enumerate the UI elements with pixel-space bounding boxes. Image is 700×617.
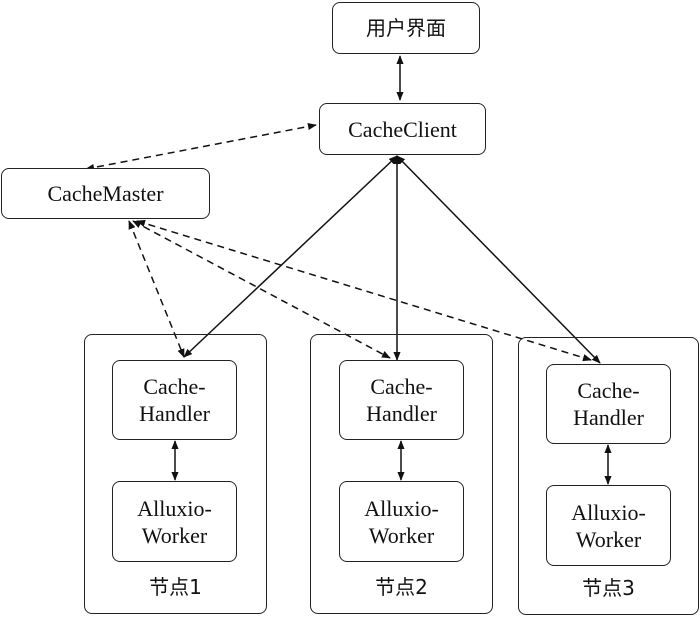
cache-handler-1-line1: Cache- [143,374,206,399]
cache-master-label: CacheMaster [47,181,164,206]
user-interface-label: 用户界面 [366,15,446,40]
node-2-label: 节点2 [375,575,428,599]
cache-handler-1: Cache- Handler [112,360,237,440]
node-3-container: 节点3 [518,337,699,615]
alluxio-worker-2: Alluxio- Worker [339,481,464,562]
alluxio-worker-3-line2: Worker [575,526,642,552]
edge-client-master [85,122,317,172]
alluxio-worker-1: Alluxio- Worker [112,481,237,562]
cache-handler-2: Cache- Handler [339,360,464,440]
cache-handler-3: Cache- Handler [546,364,671,444]
alluxio-worker-3: Alluxio- Worker [546,485,671,566]
cache-master-box: CacheMaster [1,168,210,219]
cache-handler-1-line2: Handler [139,401,210,426]
node-2-container: 节点2 [310,334,493,614]
cache-handler-3-line2: Handler [573,405,644,430]
alluxio-worker-2-line2: Worker [368,522,435,548]
node-1-container: 节点1 [84,334,267,614]
node-1-label: 节点1 [149,575,202,599]
cache-client-label: CacheClient [348,116,457,142]
cache-handler-3-line1: Cache- [577,378,640,403]
cache-client-box: CacheClient [319,103,486,155]
cache-handler-2-line2: Handler [366,401,437,426]
cache-handler-2-line1: Cache- [370,374,433,399]
user-interface-box: 用户界面 [332,2,480,54]
alluxio-worker-1-line1: Alluxio- [137,495,212,521]
alluxio-worker-1-line2: Worker [141,522,208,548]
alluxio-worker-2-line1: Alluxio- [364,495,439,521]
node-3-label: 节点3 [582,576,635,600]
edge-client-handler1 [183,155,398,358]
alluxio-worker-3-line1: Alluxio- [571,499,646,525]
